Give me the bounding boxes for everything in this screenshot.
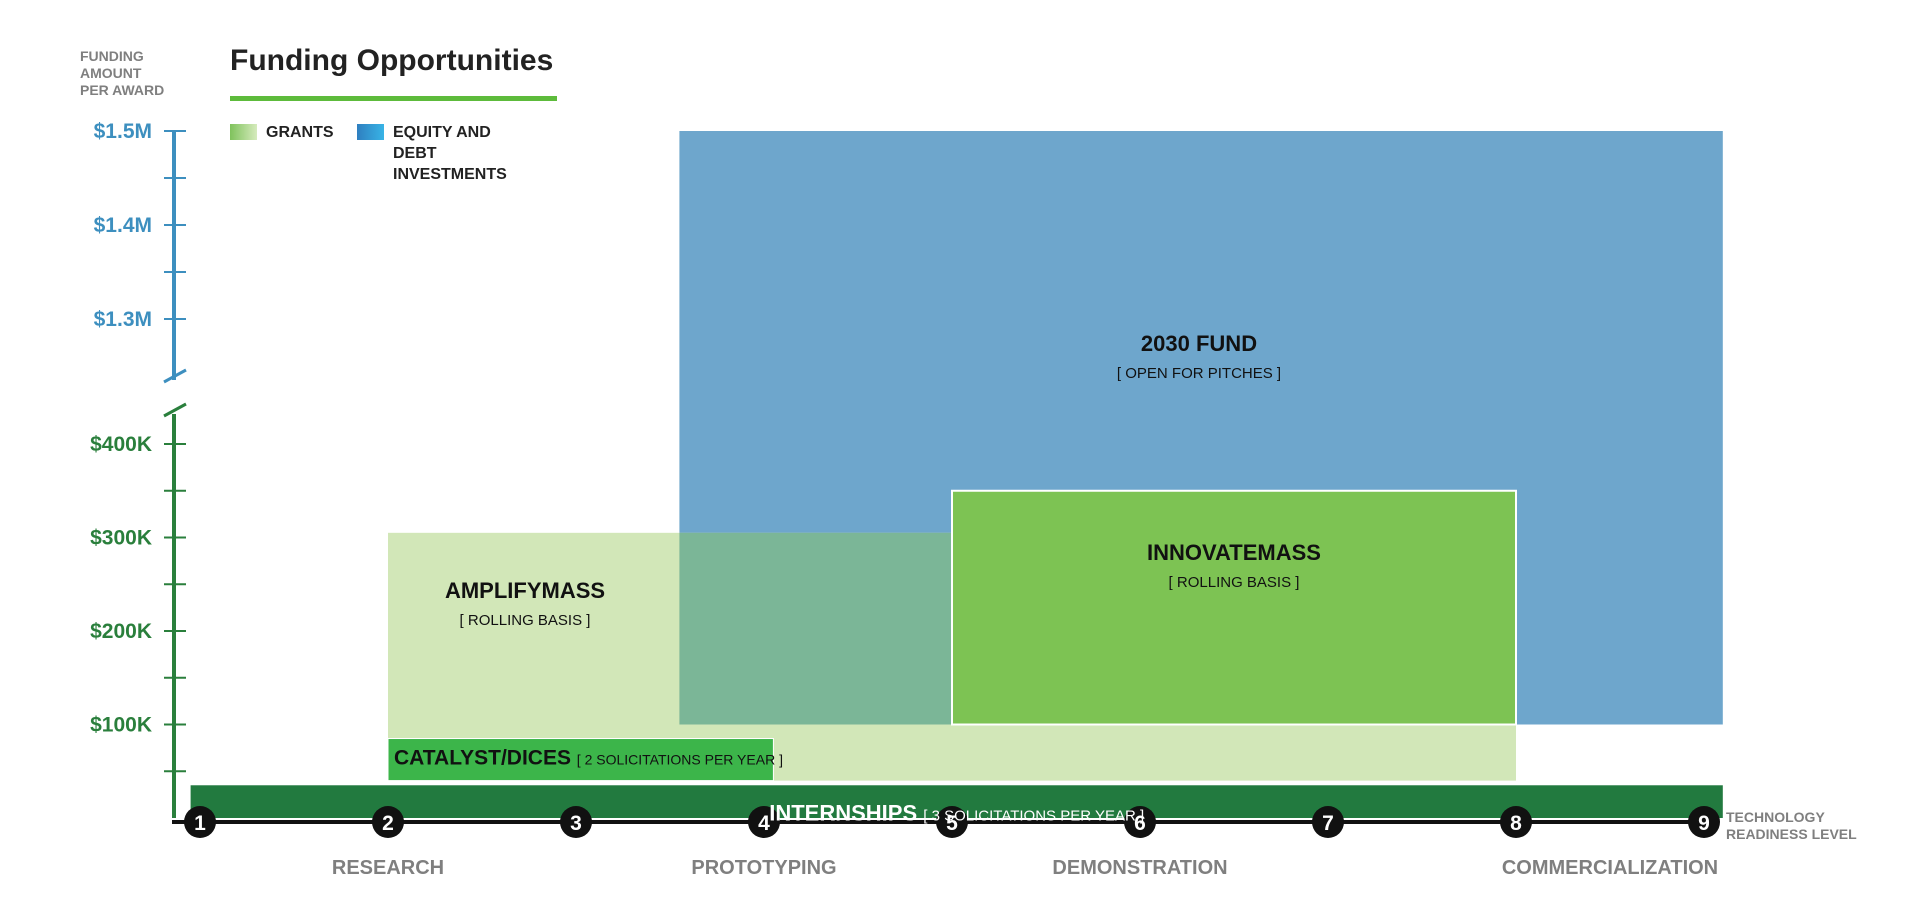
legend-item-equity: EQUITY AND DEBT INVESTMENTS bbox=[357, 122, 507, 185]
program-note-4: [ 3 SOLICITATIONS PER YEAR ] bbox=[923, 807, 1144, 824]
program-label-3: CATALYST/DICES [ 2 SOLICITATIONS PER YEA… bbox=[394, 747, 783, 770]
stage-label-3: COMMERCIALIZATION bbox=[1502, 857, 1718, 879]
trl-label-8: 8 bbox=[1510, 812, 1522, 835]
program-name-0: 2030 FUND bbox=[1141, 331, 1257, 356]
program-name-3: CATALYST/DICES bbox=[394, 747, 577, 770]
program-note-0: [ OPEN FOR PITCHES ] bbox=[1117, 365, 1281, 382]
trl-label-6: 6 bbox=[1134, 812, 1146, 835]
legend-swatch-equity bbox=[357, 124, 384, 140]
program-name-1: AMPLIFYMASS bbox=[445, 578, 605, 603]
trl-label-9: 9 bbox=[1698, 812, 1710, 835]
trl-marker-2 bbox=[372, 806, 404, 838]
legend-item-grants: GRANTS bbox=[230, 122, 334, 143]
y-tick-label-grants-2: $300K bbox=[90, 527, 152, 550]
stage-label-2: DEMONSTRATION bbox=[1052, 857, 1227, 879]
y-axis: $1.3M $1.4M $1.5M $100K $200K $300K $400K bbox=[90, 120, 187, 818]
trl-label-1: 1 bbox=[194, 812, 206, 835]
y-tick-label-equity-1: $1.4M bbox=[94, 214, 152, 237]
program-note-1: [ ROLLING BASIS ] bbox=[460, 612, 591, 629]
program-name-2: INNOVATEMASS bbox=[1147, 540, 1321, 565]
y-tick-label-grants-1: $200K bbox=[90, 620, 152, 643]
legend-swatch-grants bbox=[230, 124, 257, 140]
chart-title: Funding Opportunities bbox=[230, 44, 554, 77]
program-note-2: [ ROLLING BASIS ] bbox=[1169, 574, 1300, 591]
trl-marker-9 bbox=[1688, 806, 1720, 838]
axis-break-mark-equity bbox=[163, 368, 187, 384]
trl-label-5: 5 bbox=[946, 812, 958, 835]
program-box-3 bbox=[387, 738, 774, 782]
stage-label-1: PROTOTYPING bbox=[691, 857, 836, 879]
trl-marker-3 bbox=[560, 806, 592, 838]
y-tick-label-grants-0: $100K bbox=[90, 714, 152, 737]
trl-marker-5 bbox=[936, 806, 968, 838]
y-tick-label-equity-0: $1.3M bbox=[94, 308, 152, 331]
legend-label-equity: EQUITY AND DEBT INVESTMENTS bbox=[393, 124, 507, 183]
program-boxes bbox=[190, 131, 1723, 818]
trl-label-7: 7 bbox=[1322, 812, 1334, 835]
stage-label-0: RESEARCH bbox=[332, 857, 444, 879]
legend-label-grants: GRANTS bbox=[266, 124, 334, 141]
program-label-4: INTERNSHIPS [ 3 SOLICITATIONS PER YEAR ] bbox=[769, 800, 1144, 825]
trl-marker-6 bbox=[1124, 806, 1156, 838]
program-labels: 2030 FUND [ OPEN FOR PITCHES ] AMPLIFYMASS… bbox=[394, 331, 1321, 825]
axis-break-mark-grants bbox=[163, 402, 187, 418]
y-axis-title: FUNDING AMOUNT PER AWARD bbox=[80, 48, 165, 98]
trl-label-4: 4 bbox=[758, 812, 770, 835]
title-underline bbox=[230, 96, 557, 101]
program-box-2 bbox=[951, 489, 1517, 726]
trl-label-2: 2 bbox=[382, 812, 394, 835]
trl-marker-8 bbox=[1500, 806, 1532, 838]
trl-marker-4 bbox=[748, 806, 780, 838]
trl-marker-1 bbox=[184, 806, 216, 838]
trl-label-3: 3 bbox=[570, 812, 582, 835]
y-tick-label-equity-2: $1.5M bbox=[94, 120, 152, 143]
program-note-3: [ 2 SOLICITATIONS PER YEAR ] bbox=[577, 752, 783, 768]
trl-marker-7 bbox=[1312, 806, 1344, 838]
program-name-4: INTERNSHIPS bbox=[769, 800, 923, 825]
y-tick-label-grants-3: $400K bbox=[90, 433, 152, 456]
